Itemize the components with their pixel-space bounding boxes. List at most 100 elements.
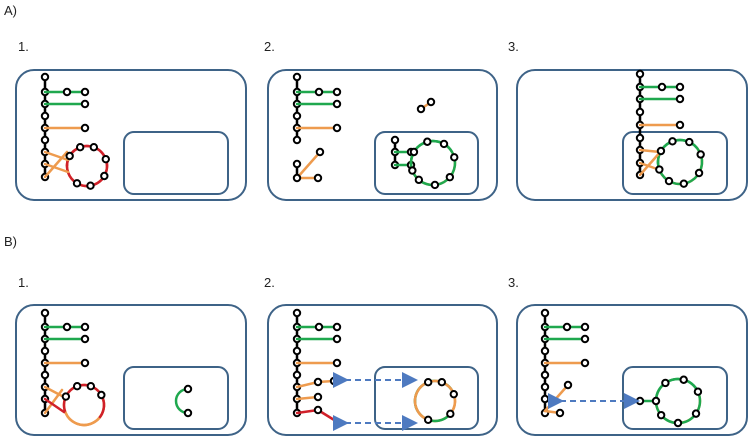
residue-node [80, 334, 90, 344]
bond-line [43, 150, 70, 162]
residue-node [292, 173, 302, 183]
panel-a1-outer-box [15, 69, 247, 201]
residue-node [315, 147, 325, 157]
residue-node [62, 87, 72, 97]
section-b-label: B) [4, 234, 17, 249]
residue-node [651, 396, 661, 406]
residue-node [80, 358, 90, 368]
residue-node [313, 377, 323, 387]
residue-node [416, 104, 426, 114]
residue-node [40, 135, 50, 145]
residue-node [101, 154, 110, 164]
bond-line [43, 162, 70, 174]
residue-node [332, 87, 342, 97]
residue-node [183, 408, 193, 418]
residue-node [292, 159, 302, 169]
residue-node [40, 346, 50, 356]
panel-b1-outer-box [15, 304, 247, 436]
residue-node [439, 139, 449, 149]
residue-node [423, 415, 433, 424]
residue-node [580, 322, 590, 332]
panel-a2-inner-box [374, 131, 479, 195]
residue-node [292, 72, 302, 82]
residue-node [446, 409, 455, 419]
residue-node [86, 382, 96, 391]
residue-node [61, 392, 71, 401]
residue-node [80, 123, 90, 133]
panel-a2-outer-box [267, 69, 498, 201]
residue-node [86, 181, 95, 190]
residue-node [540, 382, 550, 392]
residue-node [449, 389, 458, 399]
residue-node [668, 137, 677, 146]
residue-node [40, 308, 50, 318]
residue-node [314, 87, 324, 97]
panel-b1-inner-box [123, 366, 229, 430]
residue-node [423, 378, 433, 387]
residue-node [679, 179, 689, 188]
residue-node [314, 322, 324, 332]
residue-node [332, 123, 342, 133]
residue-node [80, 87, 90, 97]
residue-node [635, 133, 645, 143]
bond-line [43, 388, 64, 415]
residue-node [580, 358, 590, 368]
residue-node [313, 392, 323, 402]
residue-node [430, 180, 440, 190]
residue-node [580, 334, 590, 344]
residue-node [555, 408, 565, 418]
loop-arc [62, 383, 106, 419]
residue-node [540, 394, 550, 404]
residue-node [657, 82, 667, 92]
panel-b3-molecule [540, 308, 703, 428]
residue-node [562, 322, 572, 332]
panel-a3-outer-box [516, 69, 748, 201]
residue-node [72, 382, 82, 391]
bond-line [295, 150, 322, 180]
residue-node [409, 147, 419, 157]
panel-b2-label: 2. [264, 275, 275, 290]
bond-line [43, 150, 69, 179]
residue-node [183, 384, 193, 394]
residue-node [313, 173, 323, 183]
bond-line [638, 148, 662, 154]
bond-line [43, 397, 66, 414]
residue-node [450, 153, 459, 162]
residue-node [40, 72, 50, 82]
residue-node [423, 137, 432, 146]
residue-node [661, 378, 670, 388]
residue-node [635, 107, 645, 117]
residue-node [72, 179, 82, 188]
panel-a3-label: 3. [508, 39, 519, 54]
residue-node [540, 346, 550, 356]
panel-a2-molecule [292, 72, 459, 190]
residue-node [437, 378, 447, 387]
residue-node [656, 410, 666, 420]
residue-node [685, 137, 694, 147]
residue-node [332, 334, 342, 344]
residue-node [675, 82, 685, 92]
panel-b2-molecule [292, 308, 458, 428]
residue-node [332, 322, 342, 332]
residue-node [292, 370, 302, 380]
residue-node [292, 346, 302, 356]
residue-node [80, 99, 90, 109]
residue-node [673, 418, 683, 428]
residue-node [656, 146, 666, 156]
residue-node [97, 390, 106, 400]
residue-node [62, 322, 72, 332]
residue-node [426, 97, 436, 107]
panel-b1-molecule [40, 308, 193, 427]
residue-node [655, 165, 664, 174]
residue-node [80, 322, 90, 332]
residue-node [679, 375, 688, 384]
panel-a1-inner-box [123, 131, 229, 195]
residue-node [329, 376, 339, 386]
residue-node [334, 418, 344, 428]
panel-b3-outer-box [516, 304, 748, 436]
residue-node [414, 175, 424, 185]
residue-node [675, 120, 685, 130]
residue-node [540, 370, 550, 380]
residue-node [40, 370, 50, 380]
residue-node [694, 168, 704, 178]
